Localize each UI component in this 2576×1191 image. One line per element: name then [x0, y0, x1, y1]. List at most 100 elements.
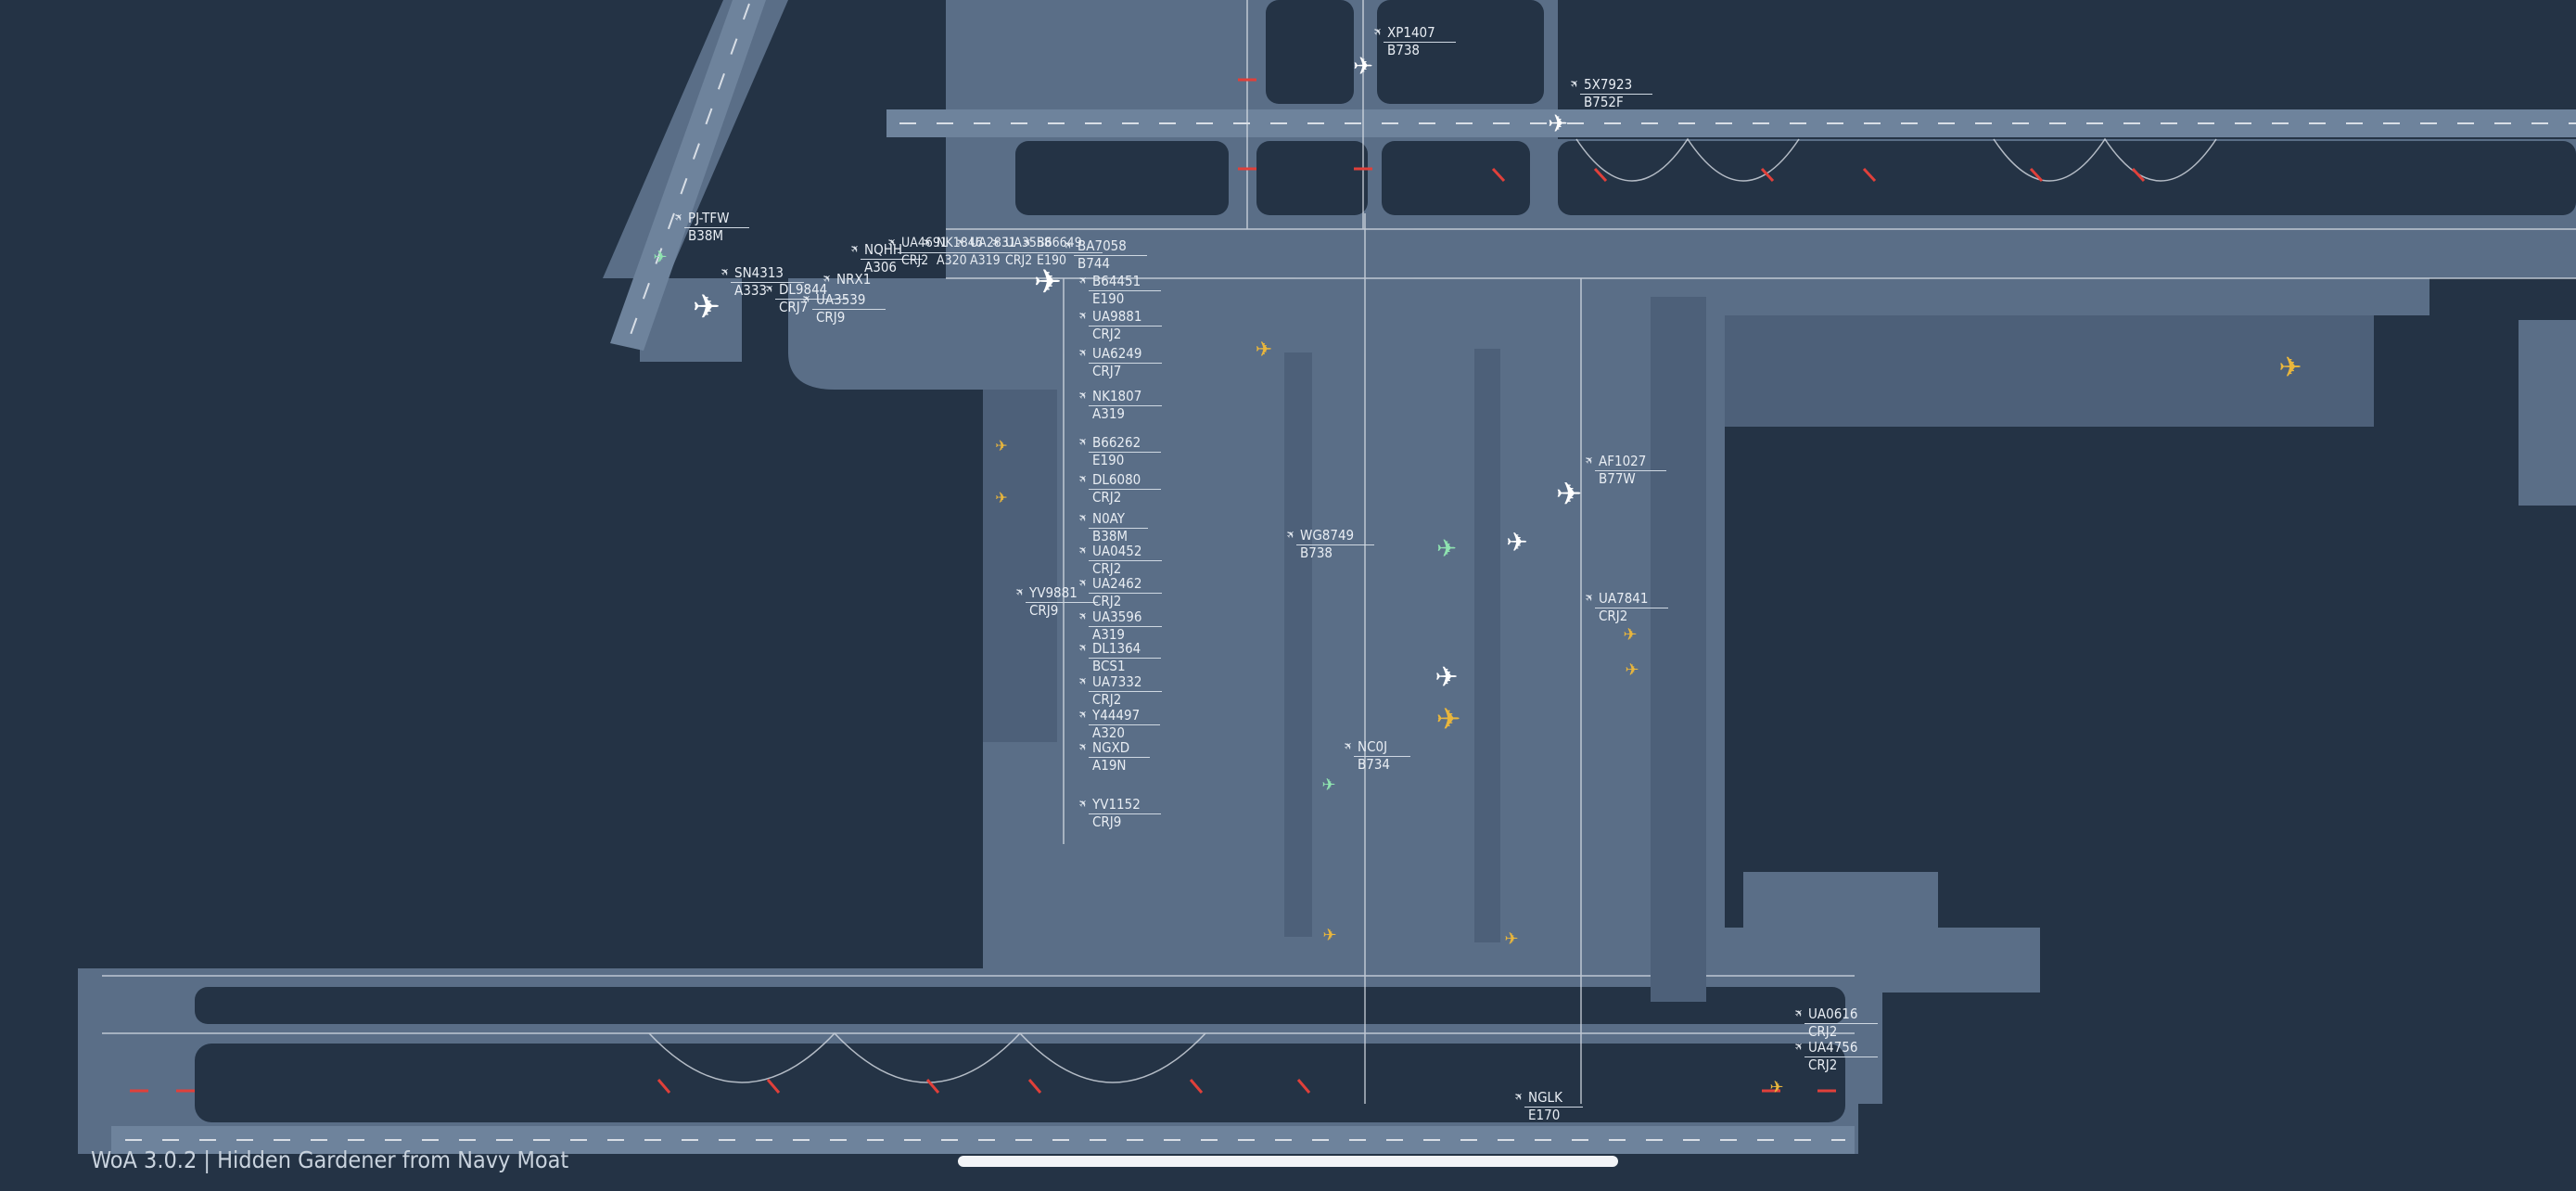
aircraft-type: CRJ2: [1079, 691, 1164, 709]
aircraft-type: A319: [957, 252, 1037, 270]
flight-callsign: B66262: [1079, 434, 1141, 452]
aircraft-type: CRJ2: [1079, 326, 1164, 343]
aircraft-type: BCS1: [1079, 658, 1162, 675]
aircraft-icon: ✈: [1321, 775, 1335, 795]
aircraft-type: CRJ2: [1079, 489, 1162, 506]
aircraft-type: E190: [1079, 452, 1162, 469]
aircraft-icon: ✈: [1435, 661, 1458, 694]
flight-callsign: YV1152: [1079, 796, 1141, 813]
aircraft-type: B38M: [1079, 528, 1149, 545]
flight-callsign: PJ-TFW: [675, 210, 729, 227]
aircraft-type: CRJ2: [1795, 1057, 1880, 1074]
flight-callsign: NGLK: [1515, 1089, 1562, 1107]
flight-callsign: SN4313: [721, 264, 784, 282]
aircraft-type: CRJ2: [1586, 608, 1670, 625]
runway-centerlines: [125, 3, 2576, 1141]
flight-callsign: UA2462: [1079, 575, 1141, 593]
flight-callsign: NC0J: [1345, 738, 1390, 756]
aircraft-type: B734: [1345, 756, 1411, 774]
aircraft-icon: ✈: [1353, 53, 1373, 81]
terminal-north-east: [1725, 315, 2374, 427]
aircraft-type: CRJ2: [1079, 593, 1164, 610]
flight-callsign: DL6080: [1079, 471, 1141, 489]
aircraft-type: B738: [1287, 544, 1375, 562]
aircraft-type: CRJ7: [1079, 363, 1164, 380]
terminal-concourse-c: [1474, 349, 1500, 942]
flight-callsign: DL1364: [1079, 640, 1141, 658]
aircraft-icon: ✈: [1506, 527, 1527, 557]
flight-callsign: NK1807: [1079, 388, 1141, 405]
flight-callsign: UA6249: [1079, 345, 1141, 363]
terminals: [983, 297, 2374, 1002]
flight-callsign: 5X7923: [1571, 76, 1632, 94]
hold-bars: [130, 78, 2146, 1094]
runway-diagonal: [610, 0, 766, 351]
flight-callsign: YV9881: [1016, 584, 1078, 602]
aircraft-type: B738: [1374, 42, 1456, 59]
aircraft: ✈ ✈ ✈ ✈ ✈ ✈ ✈ ✈ ✈ ✈ ✈ ✈ ✈ ✈ ✈ ✈ ✈ ✈ ✈ ✈: [653, 53, 2302, 1097]
aircraft-type: CRJ2: [1795, 1023, 1880, 1041]
flight-tag[interactable]: NRX1: [823, 271, 871, 288]
aircraft-type: CRJ9: [1016, 602, 1098, 620]
terminal-east: [1651, 297, 1706, 1002]
flight-callsign: NRX1: [823, 271, 871, 288]
taxiway-centerlines: [102, 0, 2576, 1104]
flight-callsign: UA7841: [1586, 590, 1648, 608]
aircraft-icon: ✈: [653, 248, 667, 267]
aircraft-icon: ✈: [1769, 1078, 1783, 1097]
aircraft-type: CRJ2: [888, 252, 968, 270]
flight-callsign: NGXD: [1079, 739, 1129, 757]
aircraft-icon: ✈: [1322, 926, 1336, 945]
aircraft-icon: ✈: [2278, 352, 2302, 384]
aircraft-type: B752F: [1571, 94, 1653, 111]
flight-callsign: UA7332: [1079, 673, 1141, 691]
aircraft-icon: ✈: [1256, 339, 1272, 362]
aircraft-icon: ✈: [1556, 476, 1583, 513]
aircraft-type: A319: [1079, 626, 1164, 644]
aircraft-icon: ✈: [995, 489, 1007, 506]
aircraft-type: B38M: [675, 227, 751, 245]
aircraft-type: A320: [1079, 724, 1161, 742]
home-indicator[interactable]: [958, 1156, 1618, 1167]
aircraft-icon: ✈: [1625, 660, 1639, 680]
flight-callsign: WG8749: [1287, 527, 1354, 544]
flight-callsign: N0AY: [1079, 510, 1128, 528]
flight-callsign: UA0452: [1079, 543, 1141, 560]
terminal-concourse-b: [1284, 352, 1312, 937]
aircraft-icon: ✈: [995, 437, 1007, 455]
aircraft-type: A319: [1079, 405, 1163, 423]
aircraft-type: CRJ9: [803, 309, 887, 327]
flight-callsign: BA7058: [1065, 237, 1127, 255]
aircraft-type: B77W: [1586, 470, 1667, 488]
